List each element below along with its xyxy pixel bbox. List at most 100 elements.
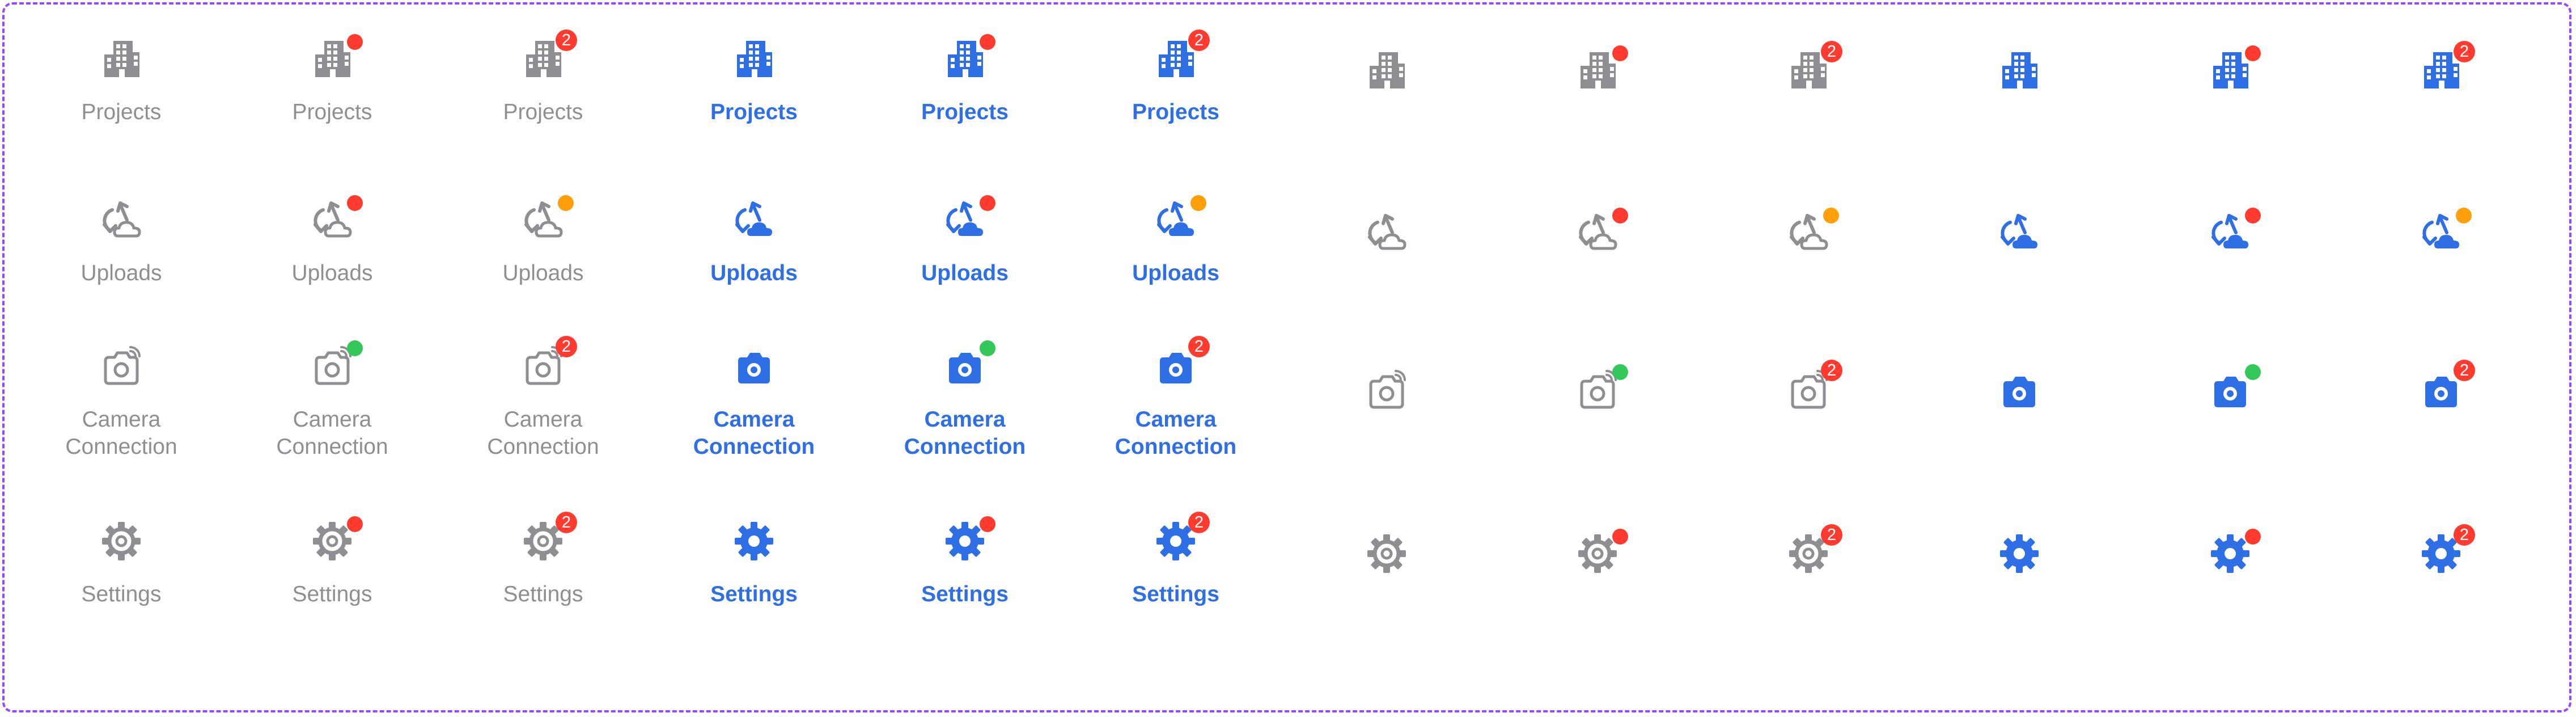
tab-label-line: Camera [293,407,372,432]
status-dot [1612,529,1628,545]
notification-count-badge: 2 [2454,524,2475,546]
notification-count-badge: 2 [1188,512,1210,533]
upload-sync-icon [2206,208,2261,256]
camera-connection-icon [941,340,995,389]
building-icon [1363,47,1410,94]
gear-icon: 2 [519,512,577,565]
camera-connection-icon: 2 [1785,360,1842,413]
tab-label-line: Settings [921,582,1009,606]
gear-icon: 2 [1785,524,1842,577]
building-icon: 2 [2417,41,2475,94]
status-dot [1823,208,1839,223]
upload-sync-icon [308,195,363,244]
gear-icon [2206,529,2261,577]
status-dot [2456,208,2472,223]
building-icon [730,35,778,83]
tab-label-line: Connection [693,435,815,459]
tab-label-line: Projects [292,100,372,124]
upload-sync-icon [730,196,778,244]
camera-connection-icon: 2 [1152,336,1210,389]
tab-label-line: Camera [82,407,161,432]
tab-label-line: Settings [292,582,372,606]
tab-label-line: Uploads [291,261,373,285]
tab-label-line: Settings [710,582,798,606]
upload-sync-icon [2417,208,2472,256]
tab-label-line: Settings [81,582,162,606]
tab-label: Settings [663,581,845,608]
status-dot [347,340,363,356]
upload-sync-icon [98,196,145,244]
tab-label: Uploads [242,260,423,287]
tab-label: Projects [242,99,423,126]
camera-connection-icon: 2 [519,336,577,389]
status-dot [2245,364,2261,380]
tab-label-line: Connection [1115,435,1237,459]
tab-label: Settings [242,581,423,608]
status-dot [1190,195,1206,211]
status-dot [347,516,363,532]
upload-sync-icon [1995,209,2043,256]
tab-label-line: Uploads [710,261,798,285]
tab-label-line: Uploads [1132,261,1219,285]
camera-connection-icon: 2 [2417,360,2475,413]
status-dot [980,34,995,50]
building-icon [941,34,995,83]
building-icon [2206,45,2261,94]
building-icon [1995,47,2043,94]
gear-icon [1363,530,1410,577]
notification-count-badge: 2 [2454,41,2475,62]
tab-label-line: Projects [710,100,798,124]
tab-label: Uploads [874,260,1056,287]
tab-label: Uploads [31,260,212,287]
gear-icon: 2 [2417,524,2475,577]
status-dot [2245,529,2261,545]
camera-connection-icon [1574,364,1628,413]
gear-icon [730,517,778,565]
building-icon [1574,45,1628,94]
status-dot [1612,364,1628,380]
tab-label: Projects [452,99,634,126]
tab-label: Projects [31,99,212,126]
camera-connection-icon [98,341,145,389]
tab-label: Settings [874,581,1056,608]
notification-count-badge: 2 [556,336,577,357]
notification-count-badge: 2 [556,29,577,51]
tab-label: Projects [874,99,1056,126]
camera-connection-icon [1995,365,2043,413]
notification-count-badge: 2 [1188,29,1210,51]
tab-label-line: Projects [1132,100,1219,124]
status-dot [980,340,995,356]
camera-connection-icon [730,341,778,389]
upload-sync-icon [1785,208,1839,256]
status-dot [2245,45,2261,61]
notification-count-badge: 2 [1821,360,1842,381]
gear-icon: 2 [1152,512,1210,565]
tab-label: Settings [31,581,212,608]
tab-label-line: Connection [276,435,388,459]
status-dot [1612,45,1628,61]
tab-label: Uploads [452,260,634,287]
building-icon [308,34,363,83]
tab-label-line: Uploads [502,261,584,285]
status-dot [347,34,363,50]
tab-label: Settings [452,581,634,608]
gear-icon [1995,530,2043,577]
camera-connection-icon [2206,364,2261,413]
tab-label-line: Projects [81,100,162,124]
tab-label-line: Camera [924,407,1006,432]
status-dot [2245,208,2261,223]
tab-label-line: Settings [503,582,583,606]
notification-count-badge: 2 [556,512,577,533]
notification-count-badge: 2 [1188,336,1210,357]
notification-count-badge: 2 [1821,41,1842,62]
status-dot [980,195,995,211]
tab-label: Uploads [1085,260,1266,287]
tab-label: Settings [1085,581,1266,608]
building-icon: 2 [1785,41,1842,94]
